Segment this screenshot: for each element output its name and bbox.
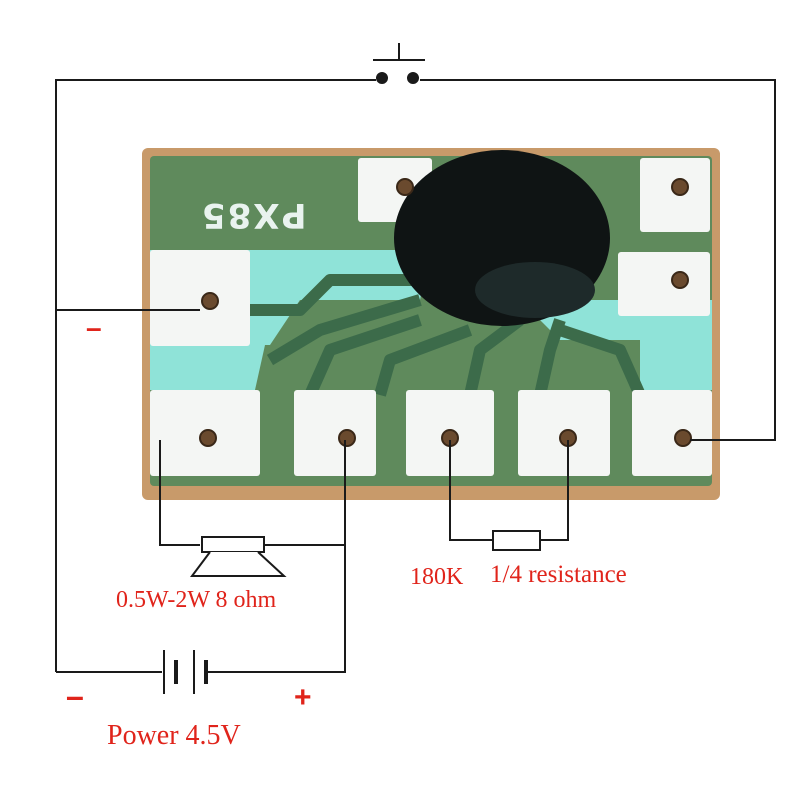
exposed-copper-strip [520, 300, 712, 390]
negative-lead-label: – [86, 312, 102, 343]
exposed-copper-area-lower [150, 345, 265, 390]
chip-blob-highlight [475, 262, 595, 318]
wires [55, 79, 776, 673]
wire-power-positive [208, 545, 346, 673]
resistor-value-label: 180K [410, 564, 464, 590]
pad-bottom-5 [632, 390, 712, 476]
resistor-icon [492, 530, 541, 551]
board-silkscreen: PX85 [200, 195, 307, 235]
speaker-icon [190, 536, 287, 577]
push-switch-icon [373, 43, 425, 84]
copper-traces [250, 274, 646, 398]
speaker-label: 0.5W-2W 8 ohm [116, 587, 277, 613]
pad-top-right [640, 158, 710, 232]
pcb-board [142, 148, 720, 500]
pad-bottom-2 [294, 390, 376, 476]
battery-positive-label: + [294, 681, 312, 714]
pad-negative [150, 250, 250, 346]
wire-top-loop [55, 79, 776, 672]
resistor-type-label: 1/4 resistance [490, 561, 627, 588]
pad-mid-right [618, 252, 710, 316]
battery-negative-label: – [66, 678, 84, 714]
power-label: Power 4.5V [107, 720, 241, 751]
battery-icon [163, 650, 208, 694]
wire-resistor [449, 440, 569, 541]
pad-holes [199, 178, 692, 447]
